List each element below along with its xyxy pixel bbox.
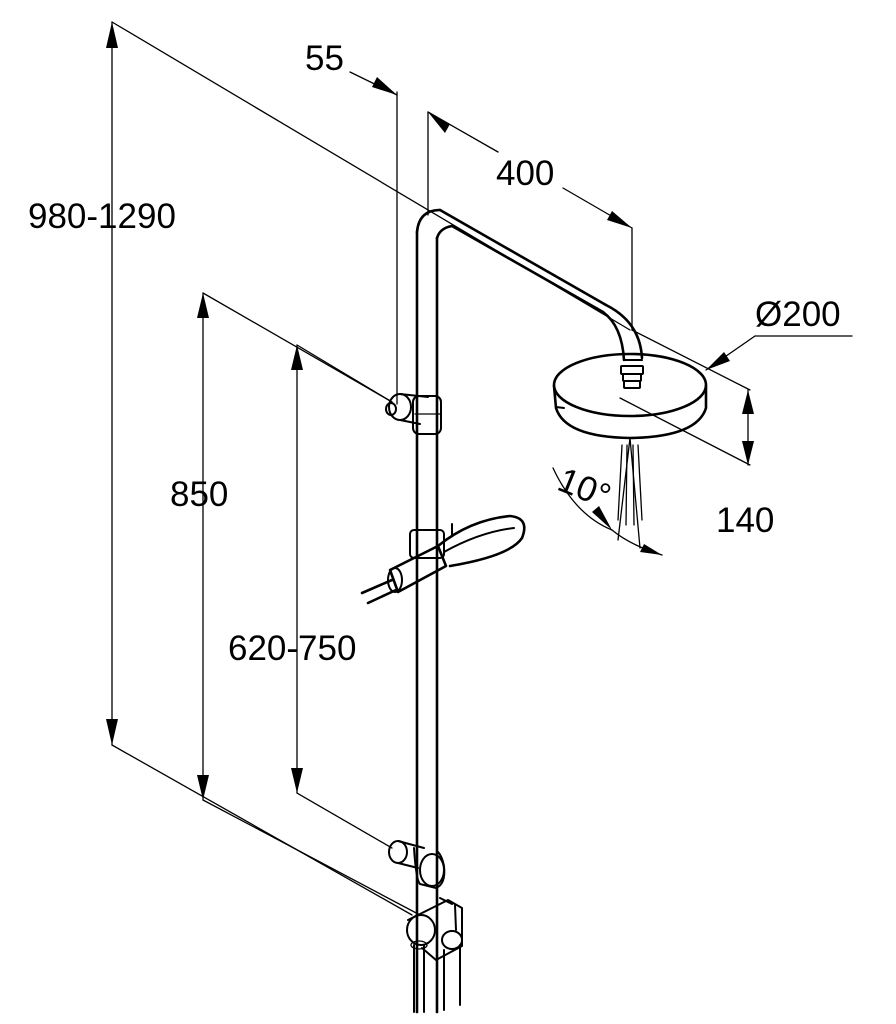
dimension-400-label: 400 [496,154,554,193]
upper-wall-holder [385,393,442,435]
diverter-valve [406,897,463,1013]
dimension-620-750-label: 620-750 [228,629,356,668]
shower-arm [438,208,644,389]
dimension-tilt-angle: 10° [552,437,663,556]
dimension-55-label: 55 [305,39,344,78]
dimension-tilt-angle-label: 10° [552,460,616,516]
dimension-total-height-label: 980-1290 [28,197,176,236]
dimension-850: 850 [170,292,421,916]
shower-riser-rail [415,208,454,1014]
overhead-shower-head [552,352,708,440]
dimension-140-label: 140 [716,501,774,540]
hand-shower [360,514,526,605]
dimension-850-label: 850 [170,475,228,514]
dimension-diameter-label: Ø200 [755,295,841,334]
lower-wall-holder [388,840,446,889]
dimension-140: 140 [619,329,774,540]
dimension-400: 400 [427,111,633,331]
dimension-diameter: Ø200 [705,295,853,371]
dimension-total-height: 980-1290 [28,21,631,916]
dimension-55: 55 [305,39,450,405]
dimension-620-750: 620-750 [228,344,393,849]
